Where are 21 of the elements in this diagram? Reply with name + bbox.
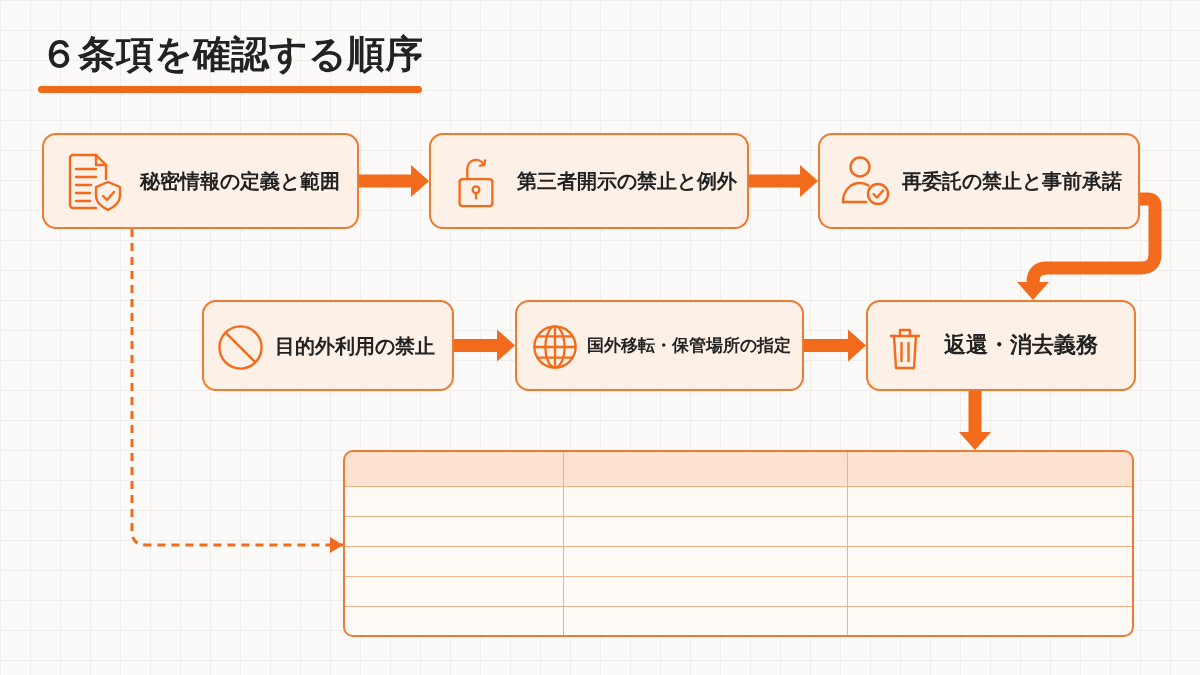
arrow	[454, 329, 515, 362]
arrow	[959, 391, 991, 450]
process-box	[202, 300, 454, 391]
arrow	[749, 165, 818, 197]
process-box	[866, 300, 1136, 391]
process-box	[429, 133, 749, 229]
step-label: 再委託の禁止と事前承諾	[902, 168, 1122, 194]
step-label: 第三者開示の禁止と例外	[517, 168, 737, 194]
title: ６条項を確認する順序	[40, 31, 423, 78]
arrow	[359, 165, 429, 197]
step-label: 返還・消去義務	[944, 331, 1098, 360]
step-label: 秘密情報の定義と範囲	[140, 168, 340, 194]
step-label: 国外移転・保管場所の指定	[587, 334, 791, 357]
process-box	[515, 300, 804, 391]
process-box	[818, 133, 1140, 229]
dashed-arrow	[130, 229, 343, 553]
arrow	[804, 329, 866, 362]
arrow	[1017, 192, 1162, 300]
process-box	[42, 133, 359, 229]
empty-table	[343, 450, 1134, 637]
step-label: 目的外利用の禁止	[275, 332, 435, 359]
